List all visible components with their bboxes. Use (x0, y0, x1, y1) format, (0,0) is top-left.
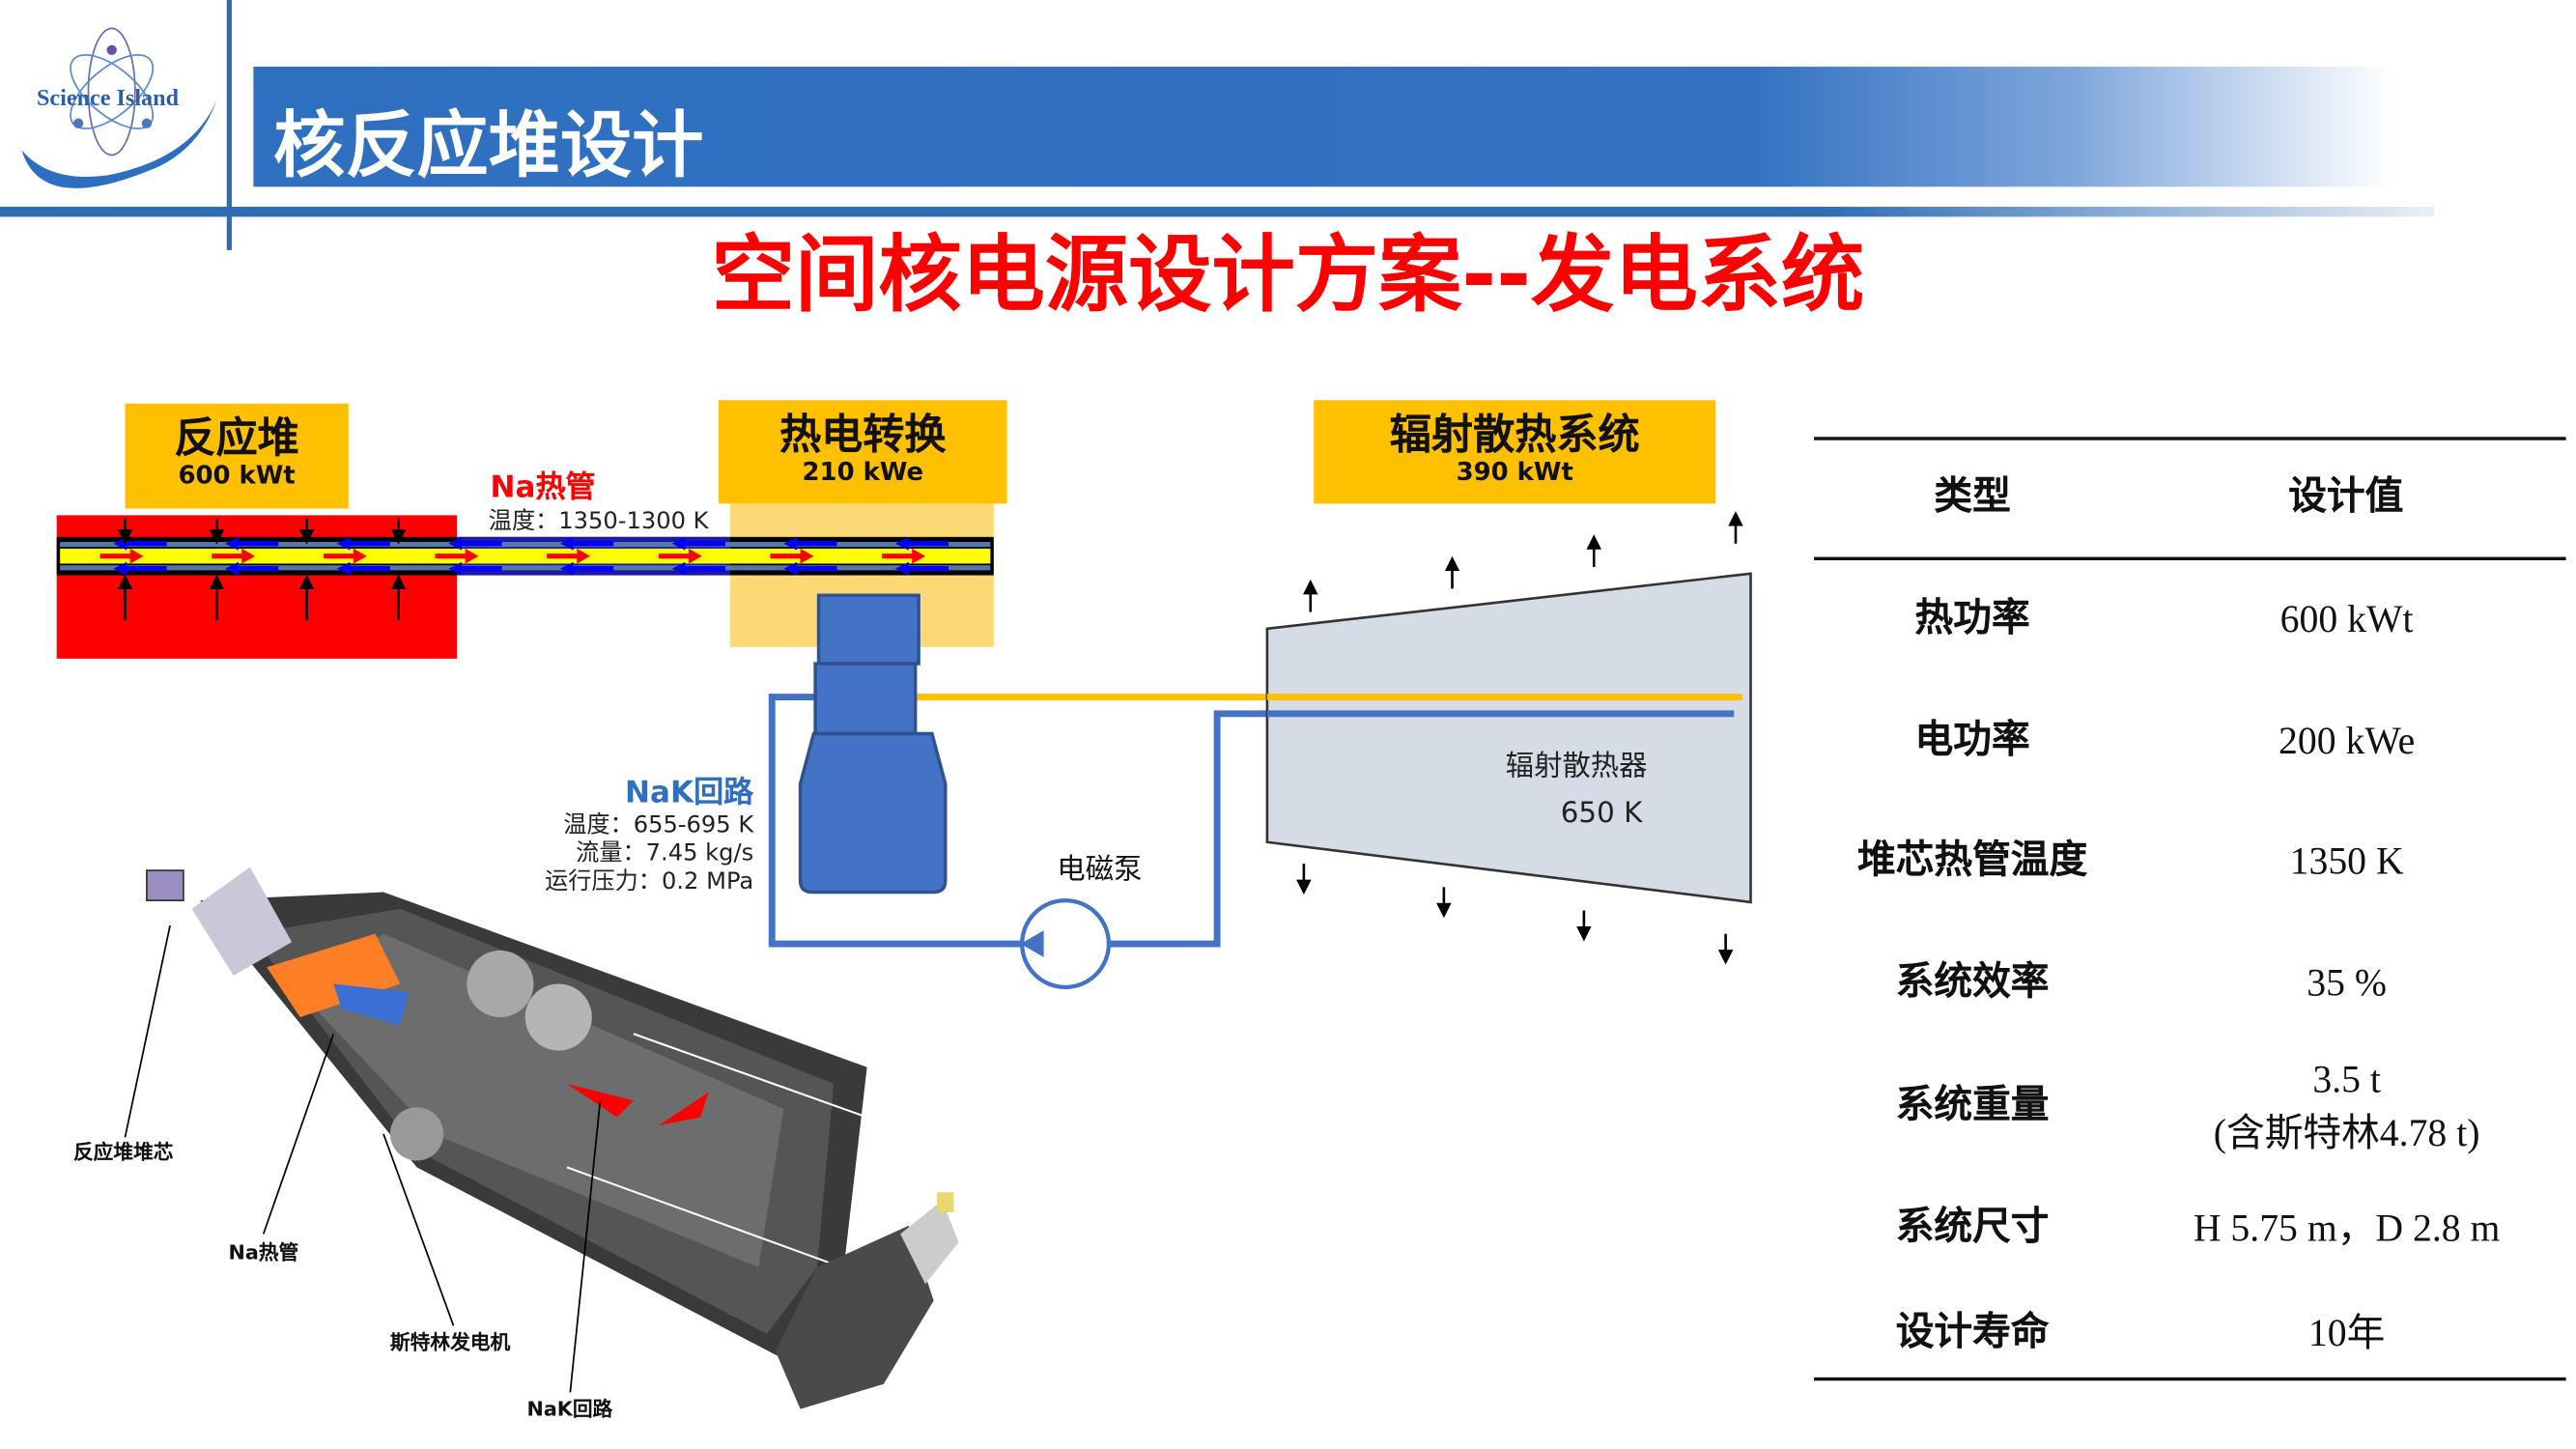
row-name: 系统尺寸 (1895, 1206, 2050, 1249)
flow-arrow-left-icon (113, 561, 167, 576)
row-value: 10年 (2307, 1312, 2386, 1354)
flow-arrow-left-icon (560, 536, 614, 551)
flow-arrow-left-icon (336, 561, 390, 576)
row-name: 系统效率 (1895, 960, 2050, 1005)
model-label-stirling: 斯特林发电机 (389, 1330, 511, 1354)
divider-horizontal (0, 207, 2435, 217)
reactor-box: 反应堆 600 kWt (125, 403, 349, 509)
flow-arrow-right-icon (435, 548, 479, 564)
model-label-core: 反应堆堆芯 (72, 1140, 174, 1164)
flow-arrow-left-icon (225, 536, 279, 551)
main-title: 空间核电源设计方案--发电系统 (711, 226, 1865, 324)
row-value: 1350 K (2289, 840, 2404, 883)
flow-arrow-left-icon (225, 561, 279, 576)
radiator-system-power: 390 kWt (1456, 456, 1573, 488)
header-bar: 核反应堆设计 (253, 67, 2394, 188)
na-pipe-label: Na热管 (490, 469, 596, 506)
flow-arrow-left-icon (894, 536, 949, 551)
nak-loop-info: NaK回路 温度：655-695 K 流量：7.45 kg/s 运行压力：0.2… (484, 775, 754, 897)
flow-arrow-left-icon (783, 561, 837, 576)
flow-arrow-right-icon (547, 548, 591, 564)
na-pipe-temp: 温度：1350-1300 K (488, 508, 709, 536)
table-header-value: 设计值 (2288, 474, 2404, 519)
table-bottom-rule (1814, 1377, 2566, 1381)
row-value: 600 kWt (2279, 598, 2414, 640)
radiator-system-box: 辐射散热系统 390 kWt (1314, 400, 1716, 504)
model-label-na-pipe: Na热管 (228, 1240, 299, 1264)
row-value: 3.5 t (2312, 1059, 2381, 1101)
radiator-heat-arrows (1296, 511, 1743, 965)
flow-arrow-left-icon (448, 561, 502, 576)
reactor-title: 反应堆 (174, 413, 299, 463)
flow-arrow-right-icon (212, 548, 256, 564)
flow-arrow-right-icon (323, 548, 367, 564)
model-label-nak: NaK回路 (526, 1397, 613, 1421)
atom-logo-icon (21, 27, 217, 188)
reactor-heat-arrows (117, 518, 407, 621)
flow-arrow-left-icon (560, 561, 614, 576)
radiator-system-title: 辐射散热系统 (1389, 410, 1640, 459)
converter-power: 210 kWe (802, 456, 924, 488)
row-name: 堆芯热管温度 (1856, 838, 2088, 883)
row-name: 电功率 (1914, 718, 2030, 762)
table-header-type: 类型 (1934, 474, 2011, 519)
row-value: 200 kWe (2278, 720, 2416, 762)
nak-loop-flow: 流量：7.45 kg/s (576, 840, 754, 867)
radiator-panel (1265, 572, 1752, 904)
flow-arrow-left-icon (448, 536, 502, 551)
row-name: 设计寿命 (1895, 1310, 2050, 1354)
reactor-block (56, 515, 457, 659)
science-island-logo: Science Island (9, 16, 225, 200)
divider-vertical (226, 0, 232, 250)
nak-loop-temp: 温度：655-695 K (563, 811, 754, 839)
pump-label: 电磁泵 (1057, 853, 1143, 888)
reactor-3d-model (146, 867, 959, 1409)
stirling-converter (798, 593, 948, 895)
converter-box: 热电转换 210 kWe (718, 400, 1007, 504)
row-value: H 5.75 m，D 2.8 m (2193, 1207, 2501, 1249)
model-label-leaders (124, 924, 602, 1393)
flow-arrow-left-icon (671, 561, 725, 576)
flow-arrow-right-icon (882, 548, 926, 564)
flow-arrow-left-icon (671, 536, 725, 551)
flow-arrow-left-icon (894, 561, 949, 576)
flow-arrow-right-icon (658, 548, 702, 564)
flow-arrow-right-icon (770, 548, 814, 564)
logo-text: Science Island (36, 86, 180, 112)
flow-arrow-left-icon (783, 536, 837, 551)
row-name: 热功率 (1914, 596, 2030, 640)
heat-pipe (56, 536, 994, 576)
reactor-power: 600 kWt (178, 460, 296, 491)
radiator-temp: 650 K (1560, 797, 1643, 831)
nak-loop-label: NaK回路 (625, 775, 754, 810)
flow-arrow-left-icon (336, 536, 390, 551)
table-top-rule (1814, 437, 2566, 440)
em-pump-icon (1020, 897, 1112, 990)
page-title: 核反应堆设计 (273, 104, 704, 189)
row-value: 35 % (2307, 962, 2387, 1005)
converter-title: 热电转换 (778, 410, 947, 459)
nak-loop-pressure: 运行压力：0.2 MPa (545, 868, 754, 895)
row-name: 系统重量 (1895, 1084, 2050, 1127)
flow-arrow-right-icon (99, 548, 144, 564)
radiator-label: 辐射散热器 (1505, 750, 1648, 784)
row-value-note: (含斯特林4.78 t) (2213, 1112, 2480, 1154)
table-header-rule (1814, 556, 2566, 561)
